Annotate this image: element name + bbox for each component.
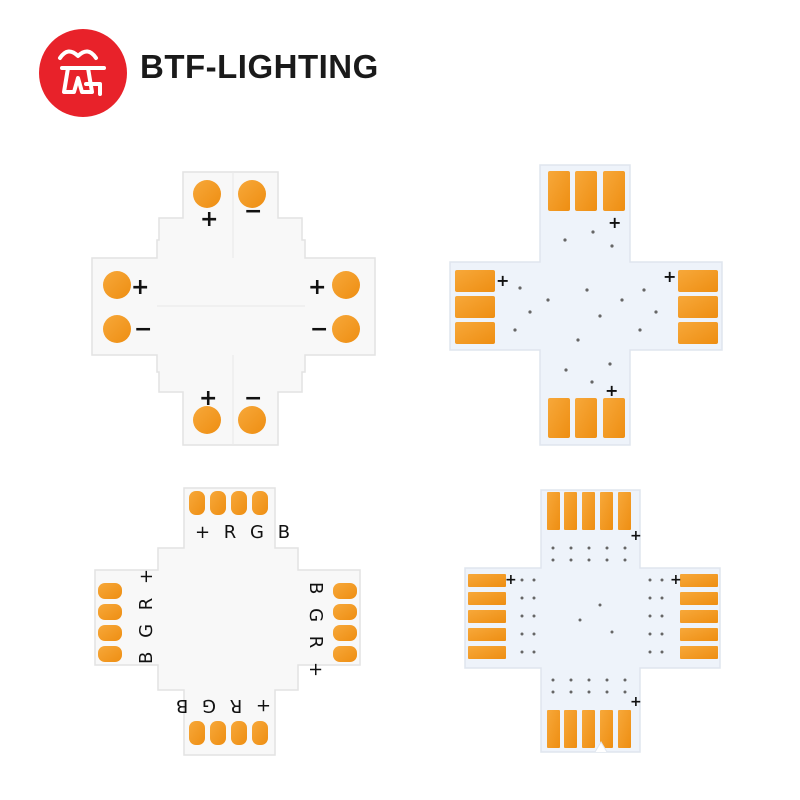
connector-2pin: + − + − + − + −: [91, 171, 376, 446]
solder-pad: [103, 271, 131, 299]
minus-label: −: [134, 317, 152, 342]
solder-pad: [193, 406, 221, 434]
plus-label: +: [630, 528, 642, 544]
plus-label: +: [630, 694, 642, 710]
minus-label: −: [244, 199, 262, 224]
connector-5pin: + + + +: [464, 489, 721, 753]
brand-name: BTF-LIGHTING: [140, 48, 379, 85]
brand-logo: [39, 29, 127, 117]
plus-label: +: [200, 207, 218, 232]
solder-pad: [332, 271, 360, 299]
plus-label: +: [308, 275, 326, 300]
rgb-label-left: B G R +: [136, 565, 157, 664]
solder-pad: [238, 406, 266, 434]
minus-label: −: [310, 317, 328, 342]
plus-label: +: [605, 381, 618, 400]
solder-pad: [238, 180, 266, 208]
plus-label: +: [505, 572, 517, 588]
rgb-label-top: + R G B: [195, 522, 294, 543]
solder-pad: [193, 180, 221, 208]
plus-label: +: [670, 572, 682, 588]
connector-3pin: + + + +: [449, 164, 723, 446]
plus-label: +: [608, 213, 621, 232]
rgb-label-right: B G R +: [305, 582, 326, 681]
minus-label: −: [244, 386, 262, 411]
connector-4pin-rgb: + R G B B G R + B G R + + R G B: [94, 487, 361, 756]
rgb-label-bottom: + R G B: [172, 695, 271, 716]
plus-label: +: [131, 275, 149, 300]
plus-label: +: [496, 271, 509, 290]
plus-label: +: [663, 267, 676, 286]
plus-label: +: [199, 386, 217, 411]
solder-pad: [332, 315, 360, 343]
solder-pad: [103, 315, 131, 343]
